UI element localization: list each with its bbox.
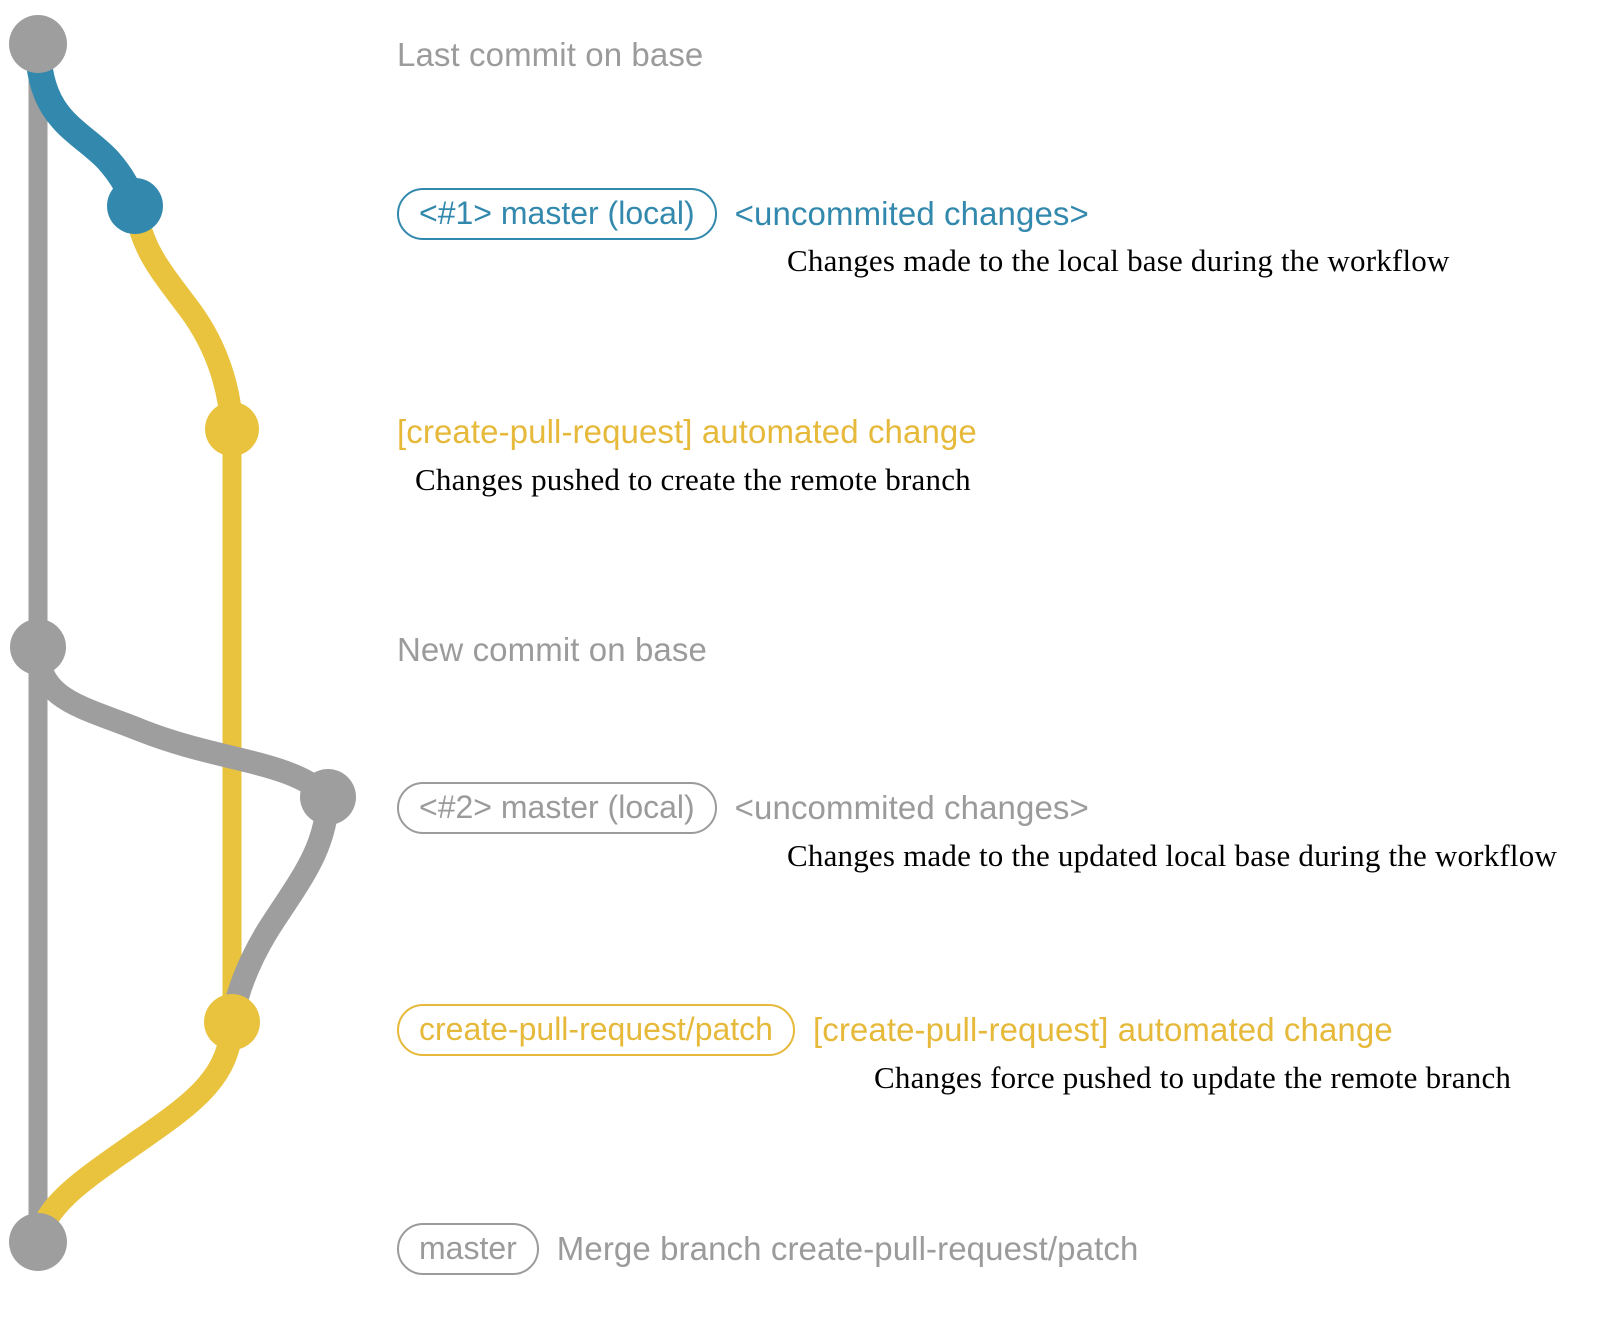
edge-patch2-to-merge bbox=[26, 1010, 244, 1254]
node-merge-commit-master bbox=[9, 1213, 67, 1271]
branch-chip-label: <#1> master (local) bbox=[419, 195, 695, 231]
edge-local2-to-patch2 bbox=[220, 785, 340, 1034]
row-last-commit-on-base: Last commit on base bbox=[397, 36, 703, 74]
commit-title-last-commit-on-base: Last commit on base bbox=[397, 36, 704, 73]
row-automated-change-1: [create-pull-request] automated change bbox=[397, 413, 977, 451]
commit-title-merge-master: Merge branch create-pull-request/patch bbox=[556, 1230, 1139, 1267]
commit-title-master-local-1: <uncommited changes> bbox=[734, 195, 1089, 232]
node-local-commit-1 bbox=[107, 178, 163, 234]
commit-graph-svg bbox=[9, 15, 356, 1271]
branch-chip-master-local-1[interactable]: <#1> master (local) bbox=[397, 188, 717, 240]
commit-title-automated-change-2: [create-pull-request] automated change bbox=[812, 1011, 1393, 1048]
branch-chip-label: master bbox=[419, 1230, 517, 1266]
branch-chip-master[interactable]: master bbox=[397, 1223, 539, 1275]
commit-title-automated-change-1: [create-pull-request] automated change bbox=[397, 413, 977, 450]
commit-graph bbox=[0, 0, 400, 1344]
row-new-commit-on-base: New commit on base bbox=[397, 631, 707, 669]
branch-chip-master-local-2[interactable]: <#2> master (local) bbox=[397, 782, 717, 834]
edge-local1-to-patch1 bbox=[123, 194, 244, 441]
edge-base-to-local2 bbox=[26, 635, 340, 809]
node-local-commit-2 bbox=[300, 769, 356, 825]
node-patch-commit-2 bbox=[204, 994, 260, 1050]
branch-chip-label: create-pull-request/patch bbox=[419, 1011, 773, 1047]
branch-chip-label: <#2> master (local) bbox=[419, 789, 695, 825]
commit-desc-automated-change-1: Changes pushed to create the remote bran… bbox=[415, 462, 971, 497]
node-base-commit-new bbox=[10, 619, 66, 675]
branch-chip-create-pull-request-patch[interactable]: create-pull-request/patch bbox=[397, 1004, 795, 1056]
node-base-commit-top bbox=[9, 15, 67, 73]
commit-title-master-local-2: <uncommited changes> bbox=[734, 789, 1089, 826]
row-automated-change-2: create-pull-request/patch [create-pull-r… bbox=[397, 1004, 1393, 1056]
commit-desc-automated-change-2: Changes force pushed to update the remot… bbox=[874, 1060, 1512, 1095]
commit-desc-master-local-1: Changes made to the local base during th… bbox=[787, 243, 1450, 278]
node-patch-commit-1 bbox=[205, 402, 259, 456]
row-merge-master: master Merge branch create-pull-request/… bbox=[397, 1223, 1138, 1275]
commit-title-new-commit-on-base: New commit on base bbox=[397, 631, 707, 668]
row-master-local-1: <#1> master (local) <uncommited changes> bbox=[397, 188, 1089, 240]
commit-desc-master-local-2: Changes made to the updated local base d… bbox=[787, 838, 1558, 873]
row-master-local-2: <#2> master (local) <uncommited changes> bbox=[397, 782, 1089, 834]
